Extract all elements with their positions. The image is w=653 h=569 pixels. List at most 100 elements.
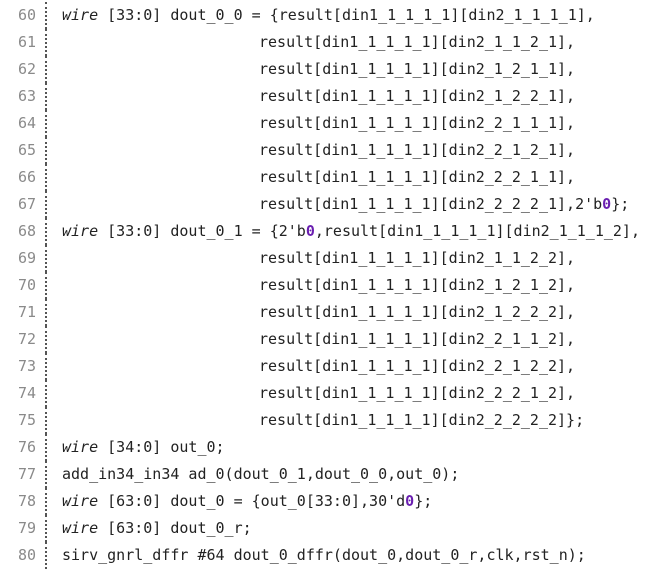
keyword-token: wire bbox=[62, 6, 99, 24]
indent-guide bbox=[45, 353, 47, 380]
code-token: result[din1_1_1_1_1][din2_1_2_1_2], bbox=[259, 276, 576, 294]
code-line[interactable]: 75 result[din1_1_1_1_1][din2_2_2_2_2]}; bbox=[0, 407, 653, 434]
code-line[interactable]: 79 wire [63:0] dout_0_r; bbox=[0, 515, 653, 542]
line-number: 70 bbox=[17, 276, 36, 294]
indent-guide bbox=[45, 137, 47, 164]
code-text: result[din1_1_1_1_1][din2_1_2_2_1], bbox=[259, 83, 575, 110]
indent-guide bbox=[45, 56, 47, 83]
code-token: result[din1_1_1_1_1][din2_2_2_2_1],2'b bbox=[259, 195, 603, 213]
code-text: wire [34:0] out_0; bbox=[62, 434, 225, 461]
code-token: result[din1_1_1_1_1][din2_1_1_2_2], bbox=[259, 249, 576, 267]
code-token: result[din1_1_1_1_1][din2_1_2_2_1], bbox=[259, 87, 576, 105]
keyword-token: wire bbox=[62, 519, 99, 537]
keyword-token: wire bbox=[62, 222, 99, 240]
line-number: 67 bbox=[17, 195, 36, 213]
code-line[interactable]: 77 add_in34_in34 ad_0(dout_0_1,dout_0_0,o… bbox=[0, 461, 653, 488]
line-number: 79 bbox=[17, 519, 36, 537]
code-text: result[din1_1_1_1_1][din2_2_2_1_1], bbox=[259, 164, 575, 191]
line-number: 68 bbox=[17, 222, 36, 240]
indent-guide bbox=[45, 110, 47, 137]
code-text: result[din1_1_1_1_1][din2_1_2_2_2], bbox=[259, 299, 575, 326]
indent-guide bbox=[45, 272, 47, 299]
code-token: [63:0] dout_0_r; bbox=[98, 519, 252, 537]
line-number: 62 bbox=[17, 60, 36, 78]
line-number: 74 bbox=[17, 384, 36, 402]
code-text: result[din1_1_1_1_1][din2_2_2_2_2]}; bbox=[259, 407, 584, 434]
code-token: }; bbox=[414, 492, 433, 510]
line-number: 78 bbox=[17, 492, 36, 510]
code-line[interactable]: 70 result[din1_1_1_1_1][din2_1_2_1_2], bbox=[0, 272, 653, 299]
number-token: 0 bbox=[305, 222, 315, 240]
code-token: sirv_gnrl_dffr #64 dout_0_dffr(dout_0,do… bbox=[62, 546, 586, 564]
keyword-token: wire bbox=[62, 438, 99, 456]
indent-guide bbox=[45, 515, 47, 542]
code-text: result[din1_1_1_1_1][din2_2_1_2_2], bbox=[259, 353, 575, 380]
code-line[interactable]: 65 result[din1_1_1_1_1][din2_2_1_2_1], bbox=[0, 137, 653, 164]
indent-guide bbox=[45, 191, 47, 218]
line-number: 80 bbox=[17, 546, 36, 564]
code-token: [63:0] dout_0 = {out_0[33:0],30'd bbox=[98, 492, 406, 510]
code-text: result[din1_1_1_1_1][din2_2_1_1_2], bbox=[259, 326, 575, 353]
code-text: wire [63:0] dout_0_r; bbox=[62, 515, 252, 542]
code-token: result[din1_1_1_1_1][din2_2_2_1_2], bbox=[259, 384, 576, 402]
line-number: 63 bbox=[17, 87, 36, 105]
code-text: wire [33:0] dout_0_0 = {result[din1_1_1_… bbox=[62, 2, 595, 29]
indent-guide bbox=[45, 29, 47, 56]
code-token: result[din1_1_1_1_1][din2_2_2_2_2]}; bbox=[259, 411, 585, 429]
line-number: 77 bbox=[17, 465, 36, 483]
line-number: 73 bbox=[17, 357, 36, 375]
line-number: 75 bbox=[17, 411, 36, 429]
indent-guide bbox=[45, 542, 47, 569]
code-line[interactable]: 76 wire [34:0] out_0; bbox=[0, 434, 653, 461]
code-token: result[din1_1_1_1_1][din2_1_2_1_1], bbox=[259, 60, 576, 78]
line-number: 64 bbox=[17, 114, 36, 132]
indent-guide bbox=[45, 326, 47, 353]
code-line[interactable]: 61 result[din1_1_1_1_1][din2_1_1_2_1], bbox=[0, 29, 653, 56]
code-line[interactable]: 62 result[din1_1_1_1_1][din2_1_2_1_1], bbox=[0, 56, 653, 83]
code-line[interactable]: 60 wire [33:0] dout_0_0 = {result[din1_1_… bbox=[0, 2, 653, 29]
number-token: 0 bbox=[405, 492, 415, 510]
code-token: result[din1_1_1_1_1][din2_2_1_1_2], bbox=[259, 330, 576, 348]
code-text: result[din1_1_1_1_1][din2_1_1_2_1], bbox=[259, 29, 575, 56]
code-token: result[din1_1_1_1_1][din2_1_2_2_2], bbox=[259, 303, 576, 321]
indent-guide bbox=[45, 245, 47, 272]
code-line[interactable]: 74 result[din1_1_1_1_1][din2_2_2_1_2], bbox=[0, 380, 653, 407]
code-token: [34:0] out_0; bbox=[98, 438, 225, 456]
indent-guide bbox=[45, 488, 47, 515]
code-line[interactable]: 63 result[din1_1_1_1_1][din2_1_2_2_1], bbox=[0, 83, 653, 110]
line-number: 71 bbox=[17, 303, 36, 321]
code-text: result[din1_1_1_1_1][din2_1_2_1_2], bbox=[259, 272, 575, 299]
code-token: result[din1_1_1_1_1][din2_2_1_1_1], bbox=[259, 114, 576, 132]
indent-guide bbox=[45, 461, 47, 488]
number-token: 0 bbox=[602, 195, 612, 213]
code-token: }; bbox=[611, 195, 630, 213]
code-text: sirv_gnrl_dffr #64 dout_0_dffr(dout_0,do… bbox=[62, 542, 586, 569]
indent-guide bbox=[45, 83, 47, 110]
line-number: 76 bbox=[17, 438, 36, 456]
code-line[interactable]: 67 result[din1_1_1_1_1][din2_2_2_2_1],2'b… bbox=[0, 191, 653, 218]
code-token: result[din1_1_1_1_1][din2_2_2_1_1], bbox=[259, 168, 576, 186]
code-text: result[din1_1_1_1_1][din2_2_2_2_1],2'b0}… bbox=[259, 191, 629, 218]
code-text: result[din1_1_1_1_1][din2_2_1_1_1], bbox=[259, 110, 575, 137]
code-line[interactable]: 73 result[din1_1_1_1_1][din2_2_1_2_2], bbox=[0, 353, 653, 380]
line-number: 65 bbox=[17, 141, 36, 159]
line-number: 60 bbox=[17, 6, 36, 24]
code-text: result[din1_1_1_1_1][din2_2_2_1_2], bbox=[259, 380, 575, 407]
indent-guide bbox=[45, 407, 47, 434]
code-line[interactable]: 68 wire [33:0] dout_0_1 = {2'b0,result[di… bbox=[0, 218, 653, 245]
code-text: add_in34_in34 ad_0(dout_0_1,dout_0_0,out… bbox=[62, 461, 459, 488]
indent-guide bbox=[45, 299, 47, 326]
code-line[interactable]: 71 result[din1_1_1_1_1][din2_1_2_2_2], bbox=[0, 299, 653, 326]
code-line[interactable]: 64 result[din1_1_1_1_1][din2_2_1_1_1], bbox=[0, 110, 653, 137]
code-token: [33:0] dout_0_0 = {result[din1_1_1_1_1][… bbox=[98, 6, 595, 24]
code-line[interactable]: 80 sirv_gnrl_dffr #64 dout_0_dffr(dout_0,… bbox=[0, 542, 653, 569]
line-number: 61 bbox=[17, 33, 36, 51]
code-text: result[din1_1_1_1_1][din2_2_1_2_1], bbox=[259, 137, 575, 164]
code-token: [33:0] dout_0_1 = {2'b bbox=[98, 222, 306, 240]
code-token: ,result[din1_1_1_1_1][din2_1_1_1_2], bbox=[314, 222, 640, 240]
